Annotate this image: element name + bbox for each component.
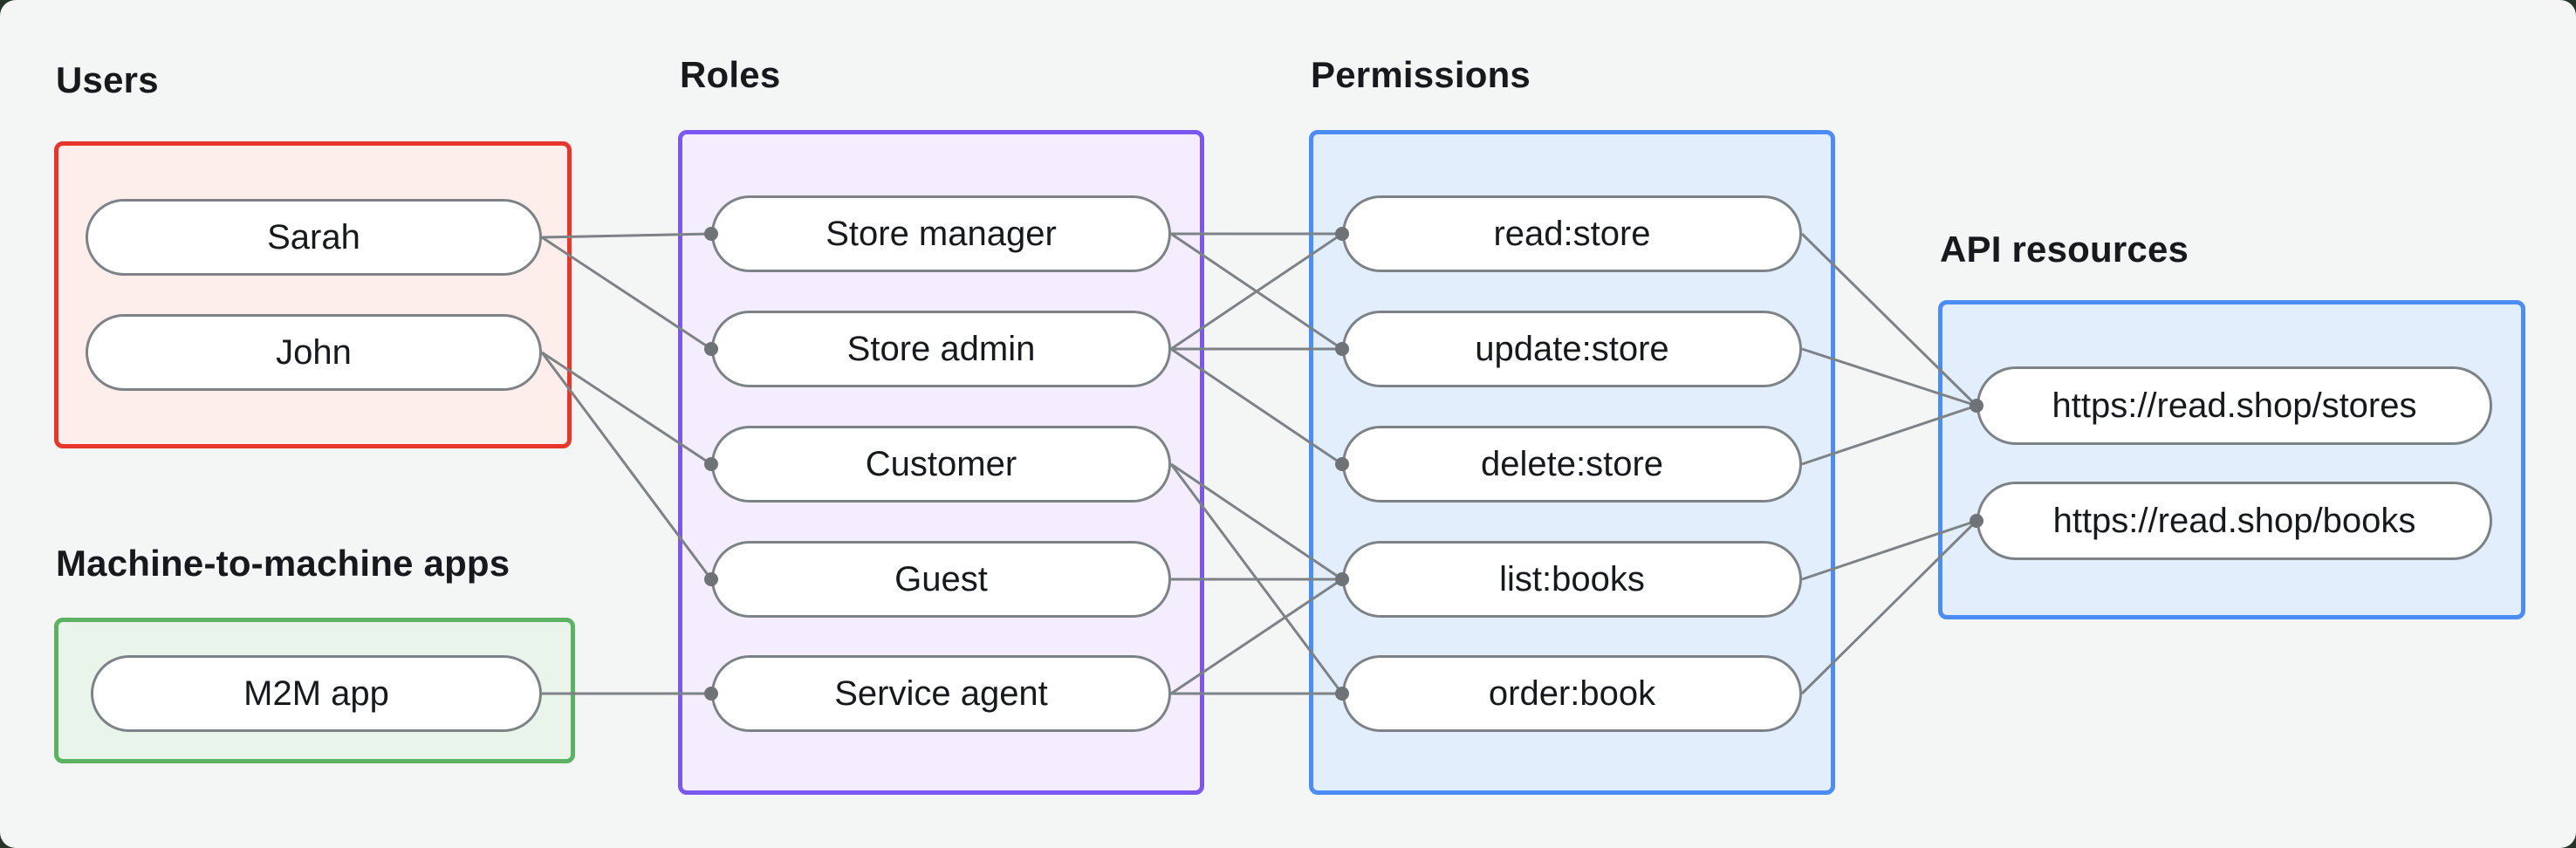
role-node-customer: Customer	[711, 426, 1171, 503]
roles-group-label: Roles	[680, 54, 781, 95]
node-label: list:books	[1499, 559, 1645, 598]
api-resources-group-box	[1938, 300, 2525, 619]
node-label: Store admin	[846, 329, 1036, 368]
node-label: https://read.shop/books	[2052, 501, 2416, 540]
api-resources-group-label: API resources	[1940, 229, 2189, 270]
node-label: Sarah	[267, 217, 360, 256]
node-label: read:store	[1493, 214, 1651, 253]
node-label: https://read.shop/stores	[2052, 386, 2417, 425]
node-label: Service agent	[834, 674, 1048, 713]
role-node-service-agent: Service agent	[711, 655, 1171, 732]
role-node-store-manager: Store manager	[711, 195, 1171, 272]
node-label: M2M app	[243, 674, 389, 713]
users-group-box	[54, 141, 572, 448]
role-node-store-admin: Store admin	[711, 311, 1171, 387]
permission-node-delete-store: delete:store	[1342, 426, 1802, 503]
permission-node-read-store: read:store	[1342, 195, 1802, 272]
role-node-guest: Guest	[711, 541, 1171, 618]
node-label: Guest	[894, 559, 988, 598]
permission-node-list-books: list:books	[1342, 541, 1802, 618]
m2m-app-node: M2M app	[91, 655, 542, 732]
node-label: John	[276, 332, 352, 372]
node-label: Customer	[865, 444, 1017, 483]
node-label: delete:store	[1480, 444, 1664, 483]
permissions-group-label: Permissions	[1311, 54, 1531, 95]
node-label: update:store	[1475, 329, 1669, 368]
users-group-label: Users	[56, 59, 159, 100]
permission-node-update-store: update:store	[1342, 311, 1802, 387]
node-label: Store manager	[826, 214, 1057, 253]
node-label: order:book	[1488, 674, 1656, 713]
api-resource-node-stores: https://read.shop/stores	[1977, 366, 2492, 445]
user-node-john: John	[86, 314, 542, 391]
user-node-sarah: Sarah	[86, 199, 542, 276]
m2m-apps-group-label: Machine-to-machine apps	[56, 543, 510, 584]
permission-node-order-book: order:book	[1342, 655, 1802, 732]
api-resource-node-books: https://read.shop/books	[1977, 482, 2492, 560]
